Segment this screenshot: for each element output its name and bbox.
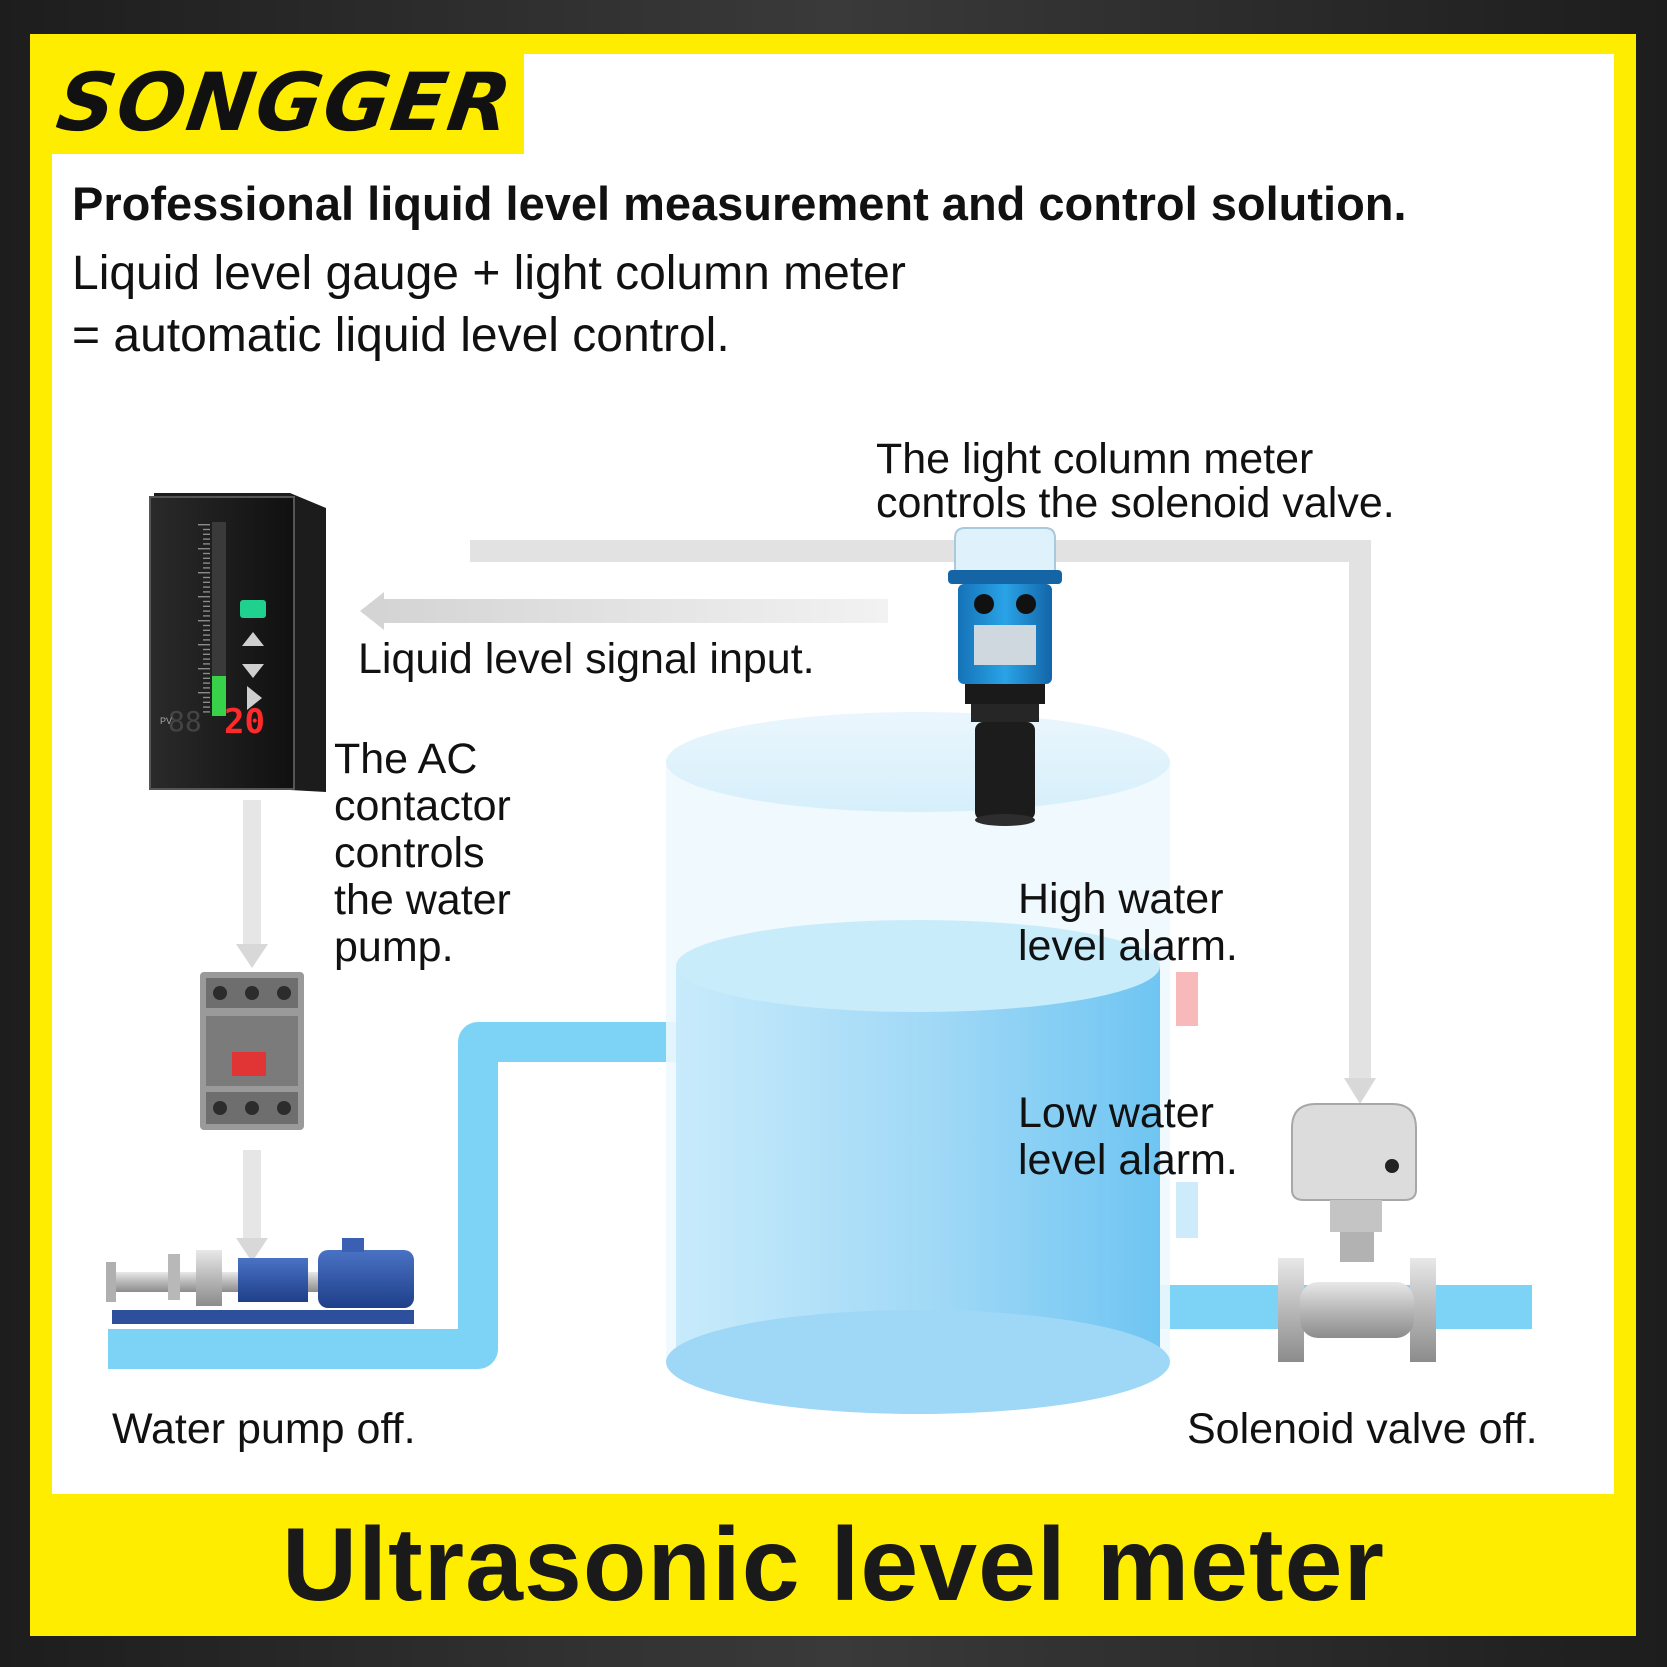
meter-pv-label: PV (160, 716, 172, 726)
solenoid-valve-icon (1278, 1103, 1436, 1362)
meter-scale-tick (203, 706, 210, 708)
meter-scale-tick (203, 538, 210, 540)
label-signal-input: Liquid level signal input. (358, 635, 815, 683)
meter-scale-tick (203, 567, 210, 569)
meter-scale-tick (198, 644, 210, 646)
label-high-alarm-1: High water (1018, 875, 1224, 923)
meter-scale-tick (203, 557, 210, 559)
meter-scale-tick (203, 543, 210, 545)
meter-value: 20 (224, 702, 265, 742)
meter-scale-tick (198, 668, 210, 670)
contactor-arrow (236, 800, 268, 1262)
brand-box (30, 34, 524, 154)
low-level-marker (1176, 1182, 1198, 1238)
meter-scale-tick (203, 600, 210, 603)
meter-scale-tick (198, 620, 210, 622)
meter-scale-tick (203, 610, 210, 612)
meter-scale-tick (203, 663, 210, 665)
label-contactor-1: The AC (334, 735, 478, 783)
label-contactor-4: the water (334, 876, 511, 924)
footer-title: Ultrasonic level meter (282, 1507, 1385, 1623)
meter-scale-tick (203, 533, 210, 535)
meter-scale-tick (198, 572, 210, 574)
label-low-alarm-2: level alarm. (1018, 1136, 1238, 1184)
ac-contactor-icon (200, 972, 304, 1130)
label-contactor-3: controls (334, 829, 485, 877)
control-line (470, 540, 1376, 1104)
label-meter-control-1: The light column meter (876, 435, 1314, 483)
subline-2: = automatic liquid level control. (72, 309, 730, 362)
meter-scale-tick (203, 696, 210, 699)
meter-scale-tick (198, 548, 210, 550)
meter-scale-tick (203, 615, 210, 617)
meter-unused-digits: 88 (168, 705, 202, 738)
meter-scale (198, 524, 210, 713)
label-low-alarm-1: Low water (1018, 1089, 1214, 1137)
light-column-meter-icon: 88 20 PV (149, 493, 326, 792)
meter-scale-tick (203, 576, 210, 579)
meter-scale-tick (203, 701, 210, 703)
label-pump-status: Water pump off. (112, 1405, 416, 1453)
label-high-alarm-2: level alarm. (1018, 922, 1238, 970)
meter-scale-tick (203, 552, 210, 555)
subline-1: Liquid level gauge + light column meter (72, 247, 906, 300)
water-tank (666, 712, 1198, 1414)
headline: Professional liquid level measurement an… (72, 177, 1407, 230)
meter-scale-tick (203, 711, 210, 713)
meter-scale-tick (203, 648, 210, 651)
meter-scale-tick (203, 581, 210, 583)
meter-scale-tick (203, 634, 210, 636)
meter-scale-tick (203, 682, 210, 684)
meter-scale-tick (203, 687, 210, 689)
water-pump-icon (106, 1238, 414, 1324)
label-contactor-5: pump. (334, 923, 454, 971)
ultrasonic-sensor-icon (948, 527, 1062, 826)
signal-input-arrow (360, 592, 888, 630)
meter-scale-tick (203, 658, 210, 660)
label-meter-control-2: controls the solenoid valve. (876, 479, 1395, 527)
meter-scale-tick (203, 639, 210, 641)
meter-scale-tick (203, 528, 210, 531)
meter-scale-tick (203, 591, 210, 593)
label-contactor-2: contactor (334, 782, 511, 830)
meter-scale-tick (203, 629, 210, 631)
high-level-marker (1176, 972, 1198, 1026)
label-valve-status: Solenoid valve off. (1187, 1405, 1538, 1453)
meter-scale-tick (198, 692, 210, 694)
meter-scale-tick (203, 624, 210, 627)
meter-scale-tick (198, 524, 210, 526)
meter-scale-tick (203, 586, 210, 588)
meter-scale-tick (198, 596, 210, 598)
meter-scale-tick (203, 605, 210, 607)
inlet-pipe (108, 1022, 690, 1369)
meter-scale-tick (203, 677, 210, 679)
meter-scale-tick (203, 562, 210, 564)
meter-scale-tick (203, 672, 210, 675)
meter-scale-tick (203, 653, 210, 655)
